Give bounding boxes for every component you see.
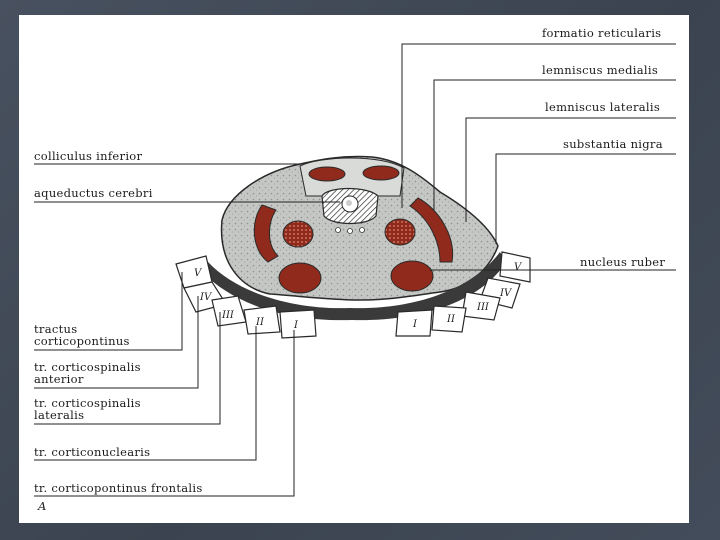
formatio-reticularis-right [385, 219, 415, 245]
nucleus-ruber-right [391, 261, 433, 291]
colliculus-left [309, 167, 345, 181]
label-anterior: anterior [34, 373, 84, 385]
label-substantia-nigra: substantia nigra [563, 138, 663, 150]
label-lateralis: lateralis [34, 409, 84, 421]
segment-label-iv-left: IV [199, 292, 213, 303]
leader-lemniscus-lateralis [466, 118, 676, 222]
label-tr-corticopontinus-frontalis: tr. corticopontinus frontalis [34, 482, 203, 494]
figure-letter: A [38, 500, 47, 512]
label-colliculus-inferior: colliculus inferior [34, 150, 142, 162]
segment-label-ii-right: II [446, 314, 456, 325]
segment-label-iii-right: III [476, 302, 490, 313]
leader-substantia-nigra [496, 154, 676, 244]
label-lemniscus-medialis: lemniscus medialis [542, 64, 658, 76]
label-formatio-reticularis: formatio reticularis [542, 27, 661, 39]
label-corticopontinus: corticopontinus [34, 335, 130, 347]
formatio-reticularis-left [283, 221, 313, 247]
nucleus-ruber-left [279, 263, 321, 293]
segment-label-iii-left: III [221, 310, 235, 321]
label-aqueductus-cerebri: aqueductus cerebri [34, 187, 153, 199]
segment-label-iv-right: IV [499, 288, 513, 299]
label-lemniscus-lateralis: lemniscus lateralis [545, 101, 660, 113]
label-nucleus-ruber: nucleus ruber [580, 256, 665, 268]
label-tr-corticonuclearis: tr. corticonuclearis [34, 446, 150, 458]
colliculus-right [363, 166, 399, 180]
